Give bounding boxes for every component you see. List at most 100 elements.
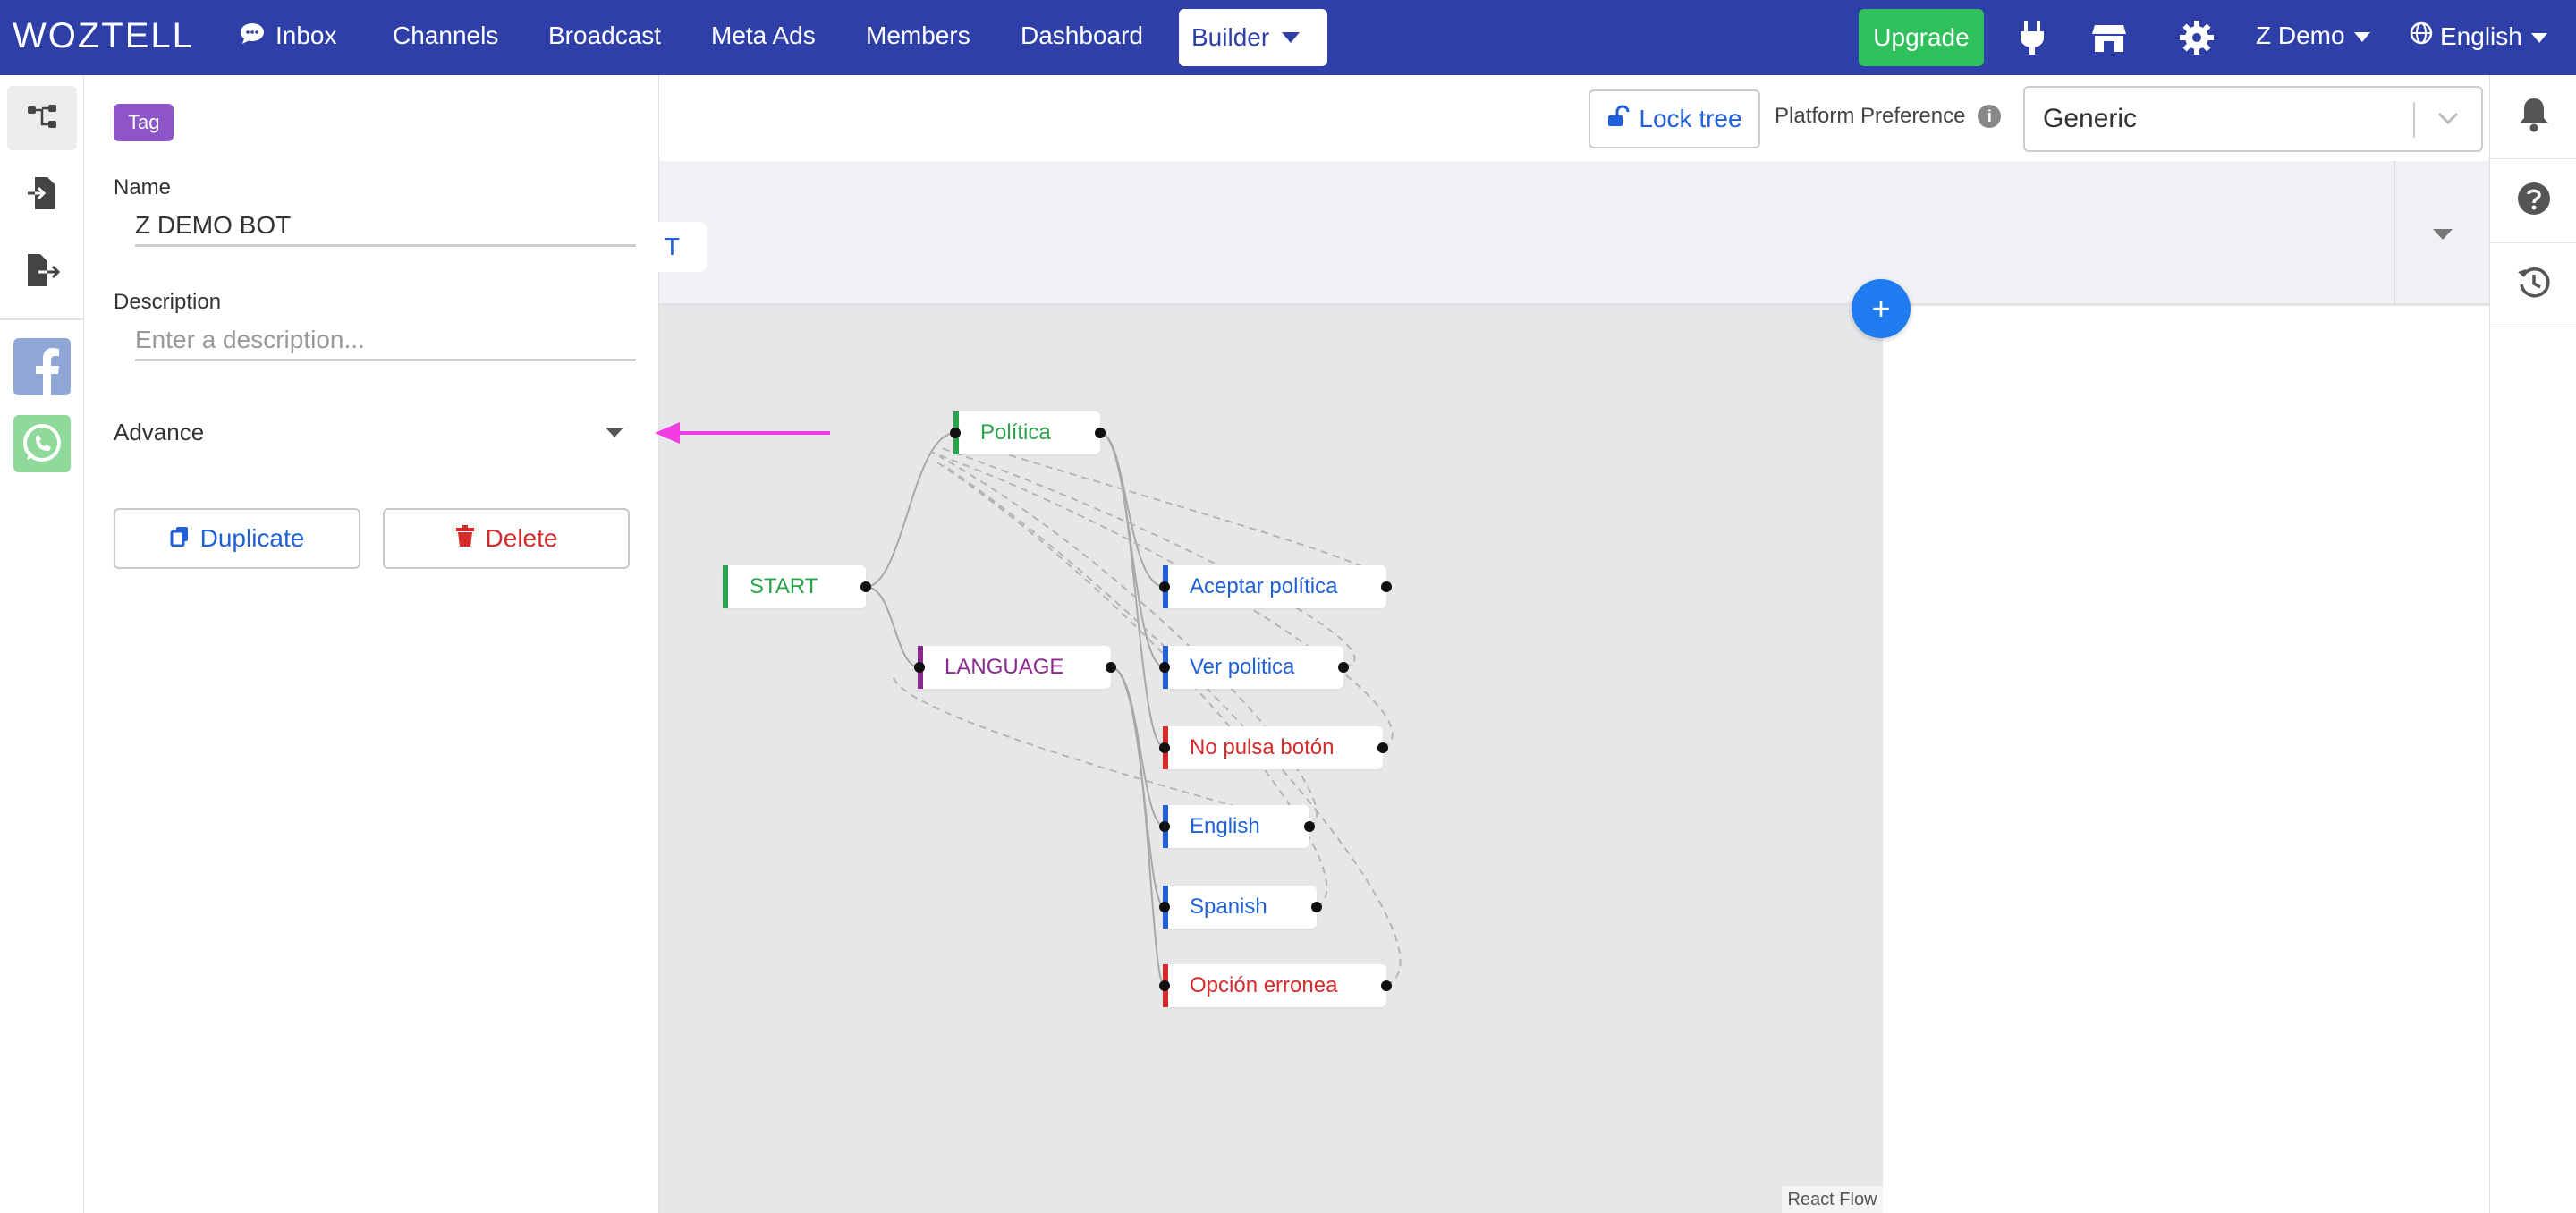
nav-channels[interactable]: Channels: [393, 21, 499, 49]
canvas-right-area: [1883, 306, 2489, 1213]
user-menu[interactable]: Z Demo: [2256, 21, 2370, 50]
flow-node-label: Spanish: [1190, 895, 1267, 919]
caret-down-icon: [1282, 32, 1301, 43]
copy-icon: [170, 524, 190, 553]
node-handle[interactable]: [1159, 980, 1170, 991]
gear-icon[interactable]: [2177, 18, 2216, 57]
whatsapp-icon: [13, 414, 71, 477]
chat-icon: [240, 21, 265, 50]
node-handle[interactable]: [1338, 662, 1349, 673]
caret-down-icon: [606, 428, 623, 437]
help-button[interactable]: [2490, 159, 2576, 243]
flow-node-label: START: [750, 574, 818, 598]
node-handle[interactable]: [1106, 662, 1116, 673]
delete-button[interactable]: Delete: [383, 508, 630, 569]
node-handle[interactable]: [1381, 980, 1392, 991]
chevron-down-icon: [2436, 106, 2460, 129]
question-icon: [2516, 181, 2552, 221]
duplicate-label: Duplicate: [199, 524, 305, 552]
advance-toggle[interactable]: Advance: [114, 419, 623, 446]
plug-icon[interactable]: [2012, 18, 2052, 57]
tag-badge: Tag: [114, 104, 174, 141]
store-icon[interactable]: [2089, 18, 2129, 57]
nav-broadcast[interactable]: Broadcast: [548, 21, 662, 49]
language-menu[interactable]: English: [2410, 21, 2547, 51]
facebook-icon: [13, 337, 71, 400]
flow-node-start[interactable]: START: [723, 565, 866, 608]
name-field[interactable]: Z DEMO BOT: [135, 206, 636, 247]
node-handle[interactable]: [1381, 581, 1392, 592]
description-label: Description: [114, 290, 222, 314]
top-nav: WOZTELL Inbox Channels Broadcast Meta Ad…: [0, 0, 2576, 75]
node-handle[interactable]: [1377, 742, 1388, 753]
facebook-channel-button[interactable]: [7, 336, 77, 401]
import-button[interactable]: [7, 163, 77, 227]
flow-node-politica[interactable]: Política: [953, 411, 1100, 454]
react-flow-attribution[interactable]: React Flow: [1782, 1186, 1883, 1213]
woztell-logo[interactable]: WOZTELL: [13, 16, 194, 55]
unlock-icon: [1606, 104, 1630, 134]
tree-icon: [26, 103, 58, 134]
node-handle[interactable]: [1304, 821, 1315, 832]
flow-node-label: English: [1190, 814, 1260, 838]
delete-label: Delete: [485, 524, 558, 552]
flow-node-label: Ver politica: [1190, 655, 1295, 679]
nav-members[interactable]: Members: [866, 21, 970, 49]
tree-structure-button[interactable]: [7, 86, 77, 150]
flow-node-label: Opción erronea: [1190, 973, 1338, 997]
nav-inbox-label: Inbox: [275, 21, 337, 49]
node-handle[interactable]: [1159, 821, 1170, 832]
bell-icon: [2518, 97, 2550, 137]
platform-select[interactable]: Generic: [2023, 86, 2483, 152]
globe-icon: [2410, 21, 2433, 51]
caret-down-icon: [2530, 33, 2547, 44]
history-button[interactable]: [2490, 243, 2576, 327]
node-color-bar: [723, 565, 728, 608]
flow-node-spanish[interactable]: Spanish: [1163, 886, 1317, 929]
history-icon: [2516, 265, 2552, 305]
node-handle[interactable]: [1159, 742, 1170, 753]
flow-node-no-pulsa-boton[interactable]: No pulsa botón: [1163, 726, 1383, 769]
rail-divider: [0, 318, 84, 320]
caret-down-icon[interactable]: [2433, 229, 2453, 240]
node-handle[interactable]: [1159, 902, 1170, 912]
flow-node-english[interactable]: English: [1163, 805, 1309, 848]
flow-node-opcion-erronea[interactable]: Opción erronea: [1163, 964, 1386, 1007]
node-handle[interactable]: [950, 428, 961, 438]
whatsapp-channel-button[interactable]: [7, 413, 77, 478]
node-handle[interactable]: [860, 581, 871, 592]
tree-tabs-band: [659, 161, 2489, 306]
file-import-icon: [26, 175, 58, 216]
flow-node-label: LANGUAGE: [945, 655, 1064, 679]
info-icon[interactable]: i: [1978, 105, 2002, 128]
flow-node-label: No pulsa botón: [1190, 735, 1335, 759]
node-handle[interactable]: [1311, 902, 1322, 912]
lock-tree-button[interactable]: Lock tree: [1589, 89, 1760, 148]
node-handle[interactable]: [1159, 581, 1170, 592]
flow-node-aceptar-politica[interactable]: Aceptar política: [1163, 565, 1386, 608]
upgrade-button[interactable]: Upgrade: [1859, 9, 1984, 66]
description-field[interactable]: Enter a description...: [135, 320, 636, 361]
nav-inbox[interactable]: Inbox: [240, 21, 337, 50]
caret-down-icon: [2353, 32, 2370, 43]
platform-preference-label: Platform Preference: [1775, 104, 1966, 128]
select-separator: [2413, 102, 2415, 138]
export-button[interactable]: [7, 240, 77, 304]
flow-node-language[interactable]: LANGUAGE: [918, 646, 1111, 689]
notifications-button[interactable]: [2490, 75, 2576, 159]
flow-node-ver-politica[interactable]: Ver politica: [1163, 646, 1343, 689]
platform-select-value: Generic: [2043, 104, 2138, 133]
builder-dropdown[interactable]: Builder: [1179, 9, 1327, 66]
duplicate-button[interactable]: Duplicate: [114, 508, 360, 569]
tree-tab-chip[interactable]: T: [644, 222, 707, 272]
user-name: Z Demo: [2256, 21, 2345, 49]
node-handle[interactable]: [1159, 662, 1170, 673]
node-handle[interactable]: [914, 662, 925, 673]
nav-meta-ads[interactable]: Meta Ads: [711, 21, 816, 49]
add-node-button[interactable]: +: [1852, 279, 1911, 338]
node-settings-panel: Tag Name Z DEMO BOT Description Enter a …: [85, 75, 659, 1213]
node-handle[interactable]: [1095, 428, 1106, 438]
flow-node-label: Aceptar política: [1190, 574, 1338, 598]
nav-dashboard[interactable]: Dashboard: [1021, 21, 1143, 49]
advance-label: Advance: [114, 419, 205, 445]
